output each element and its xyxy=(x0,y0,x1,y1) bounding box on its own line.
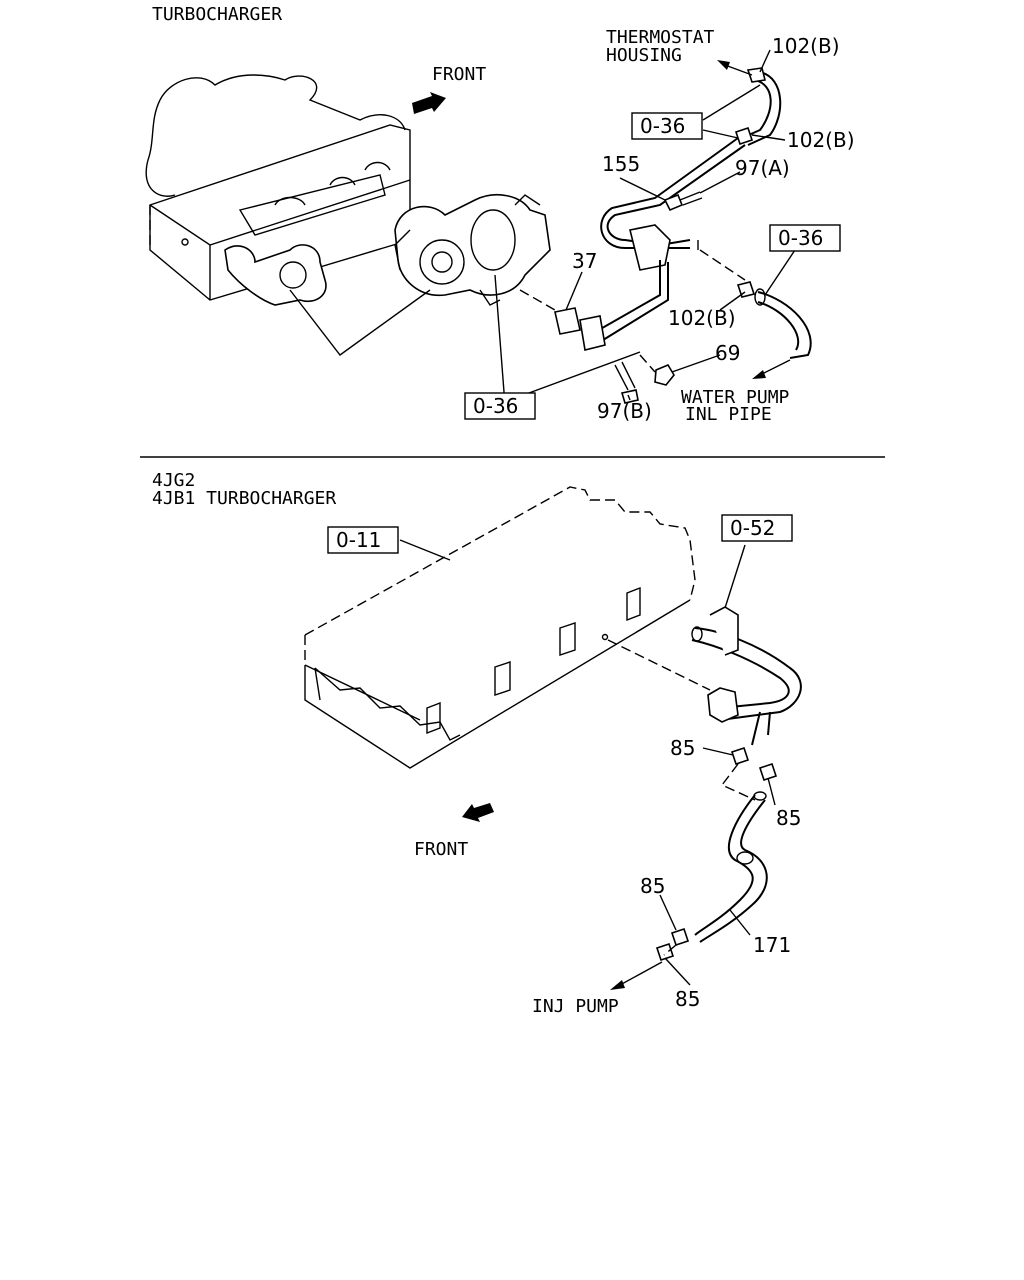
cylinder-head xyxy=(304,486,696,769)
callout-37: 37 xyxy=(572,249,597,273)
inj-pump-label: INJ PUMP xyxy=(532,996,619,1017)
callout-85-a: 85 xyxy=(670,736,695,760)
top-title: TURBOCHARGER xyxy=(152,4,282,25)
front-arrow-top: FRONT xyxy=(412,64,486,114)
water-pump-label-1: WATER PUMP xyxy=(681,387,790,408)
callout-102b-top: 102(B) xyxy=(772,34,840,58)
callout-85-d: 85 xyxy=(675,987,700,1011)
ref-box-top-3: 0-36 xyxy=(464,392,536,420)
clamp-85-a xyxy=(730,746,750,766)
front-label-top: FRONT xyxy=(432,64,486,85)
clamp-85-c xyxy=(670,927,690,947)
callout-69: 69 xyxy=(715,341,740,365)
svg-text:0-36: 0-36 xyxy=(778,226,823,250)
pipe-assembly xyxy=(691,606,802,746)
callout-97b: 97(B) xyxy=(597,399,652,423)
bolt-97a xyxy=(663,191,703,212)
svg-text:0-36: 0-36 xyxy=(640,114,685,138)
front-label-bottom: FRONT xyxy=(414,839,468,860)
thermostat-label-1: THERMOSTAT xyxy=(606,27,715,48)
clamp-85-d xyxy=(655,942,675,962)
nut-69 xyxy=(654,363,675,386)
bottom-title-1: 4JG2 xyxy=(152,470,195,491)
ref-box-top-1: 0-36 xyxy=(631,112,703,140)
callout-102b-mid: 102(B) xyxy=(787,128,855,152)
ref-box-bottom-1: 0-11 xyxy=(327,526,399,554)
pipe-155 xyxy=(589,137,746,346)
callout-155: 155 xyxy=(602,152,640,176)
hose-171 xyxy=(694,791,768,943)
turbocharger xyxy=(394,194,551,306)
callout-171: 171 xyxy=(753,933,791,957)
svg-text:0-36: 0-36 xyxy=(473,394,518,418)
engine-block xyxy=(145,74,411,306)
hose-thermostat xyxy=(734,67,782,146)
bolt-97b xyxy=(614,361,639,404)
callout-97a: 97(A) xyxy=(735,156,790,180)
gasket-37 xyxy=(554,307,581,335)
ref-box-top-2: 0-36 xyxy=(769,224,841,252)
hose-water-pump xyxy=(736,281,812,359)
callout-85-b: 85 xyxy=(776,806,801,830)
svg-text:0-11: 0-11 xyxy=(336,528,381,552)
clamp-85-b xyxy=(758,762,778,782)
callout-102b-low: 102(B) xyxy=(668,306,736,330)
thermostat-label-2: HOUSING xyxy=(606,45,682,66)
bottom-title-2: 4JB1 TURBOCHARGER xyxy=(152,488,336,509)
front-arrow-bottom xyxy=(462,803,494,822)
water-pump-label-2: INL PIPE xyxy=(685,404,772,425)
ref-box-bottom-2: 0-52 xyxy=(721,514,793,542)
svg-text:0-52: 0-52 xyxy=(730,516,775,540)
callout-85-c: 85 xyxy=(640,874,665,898)
